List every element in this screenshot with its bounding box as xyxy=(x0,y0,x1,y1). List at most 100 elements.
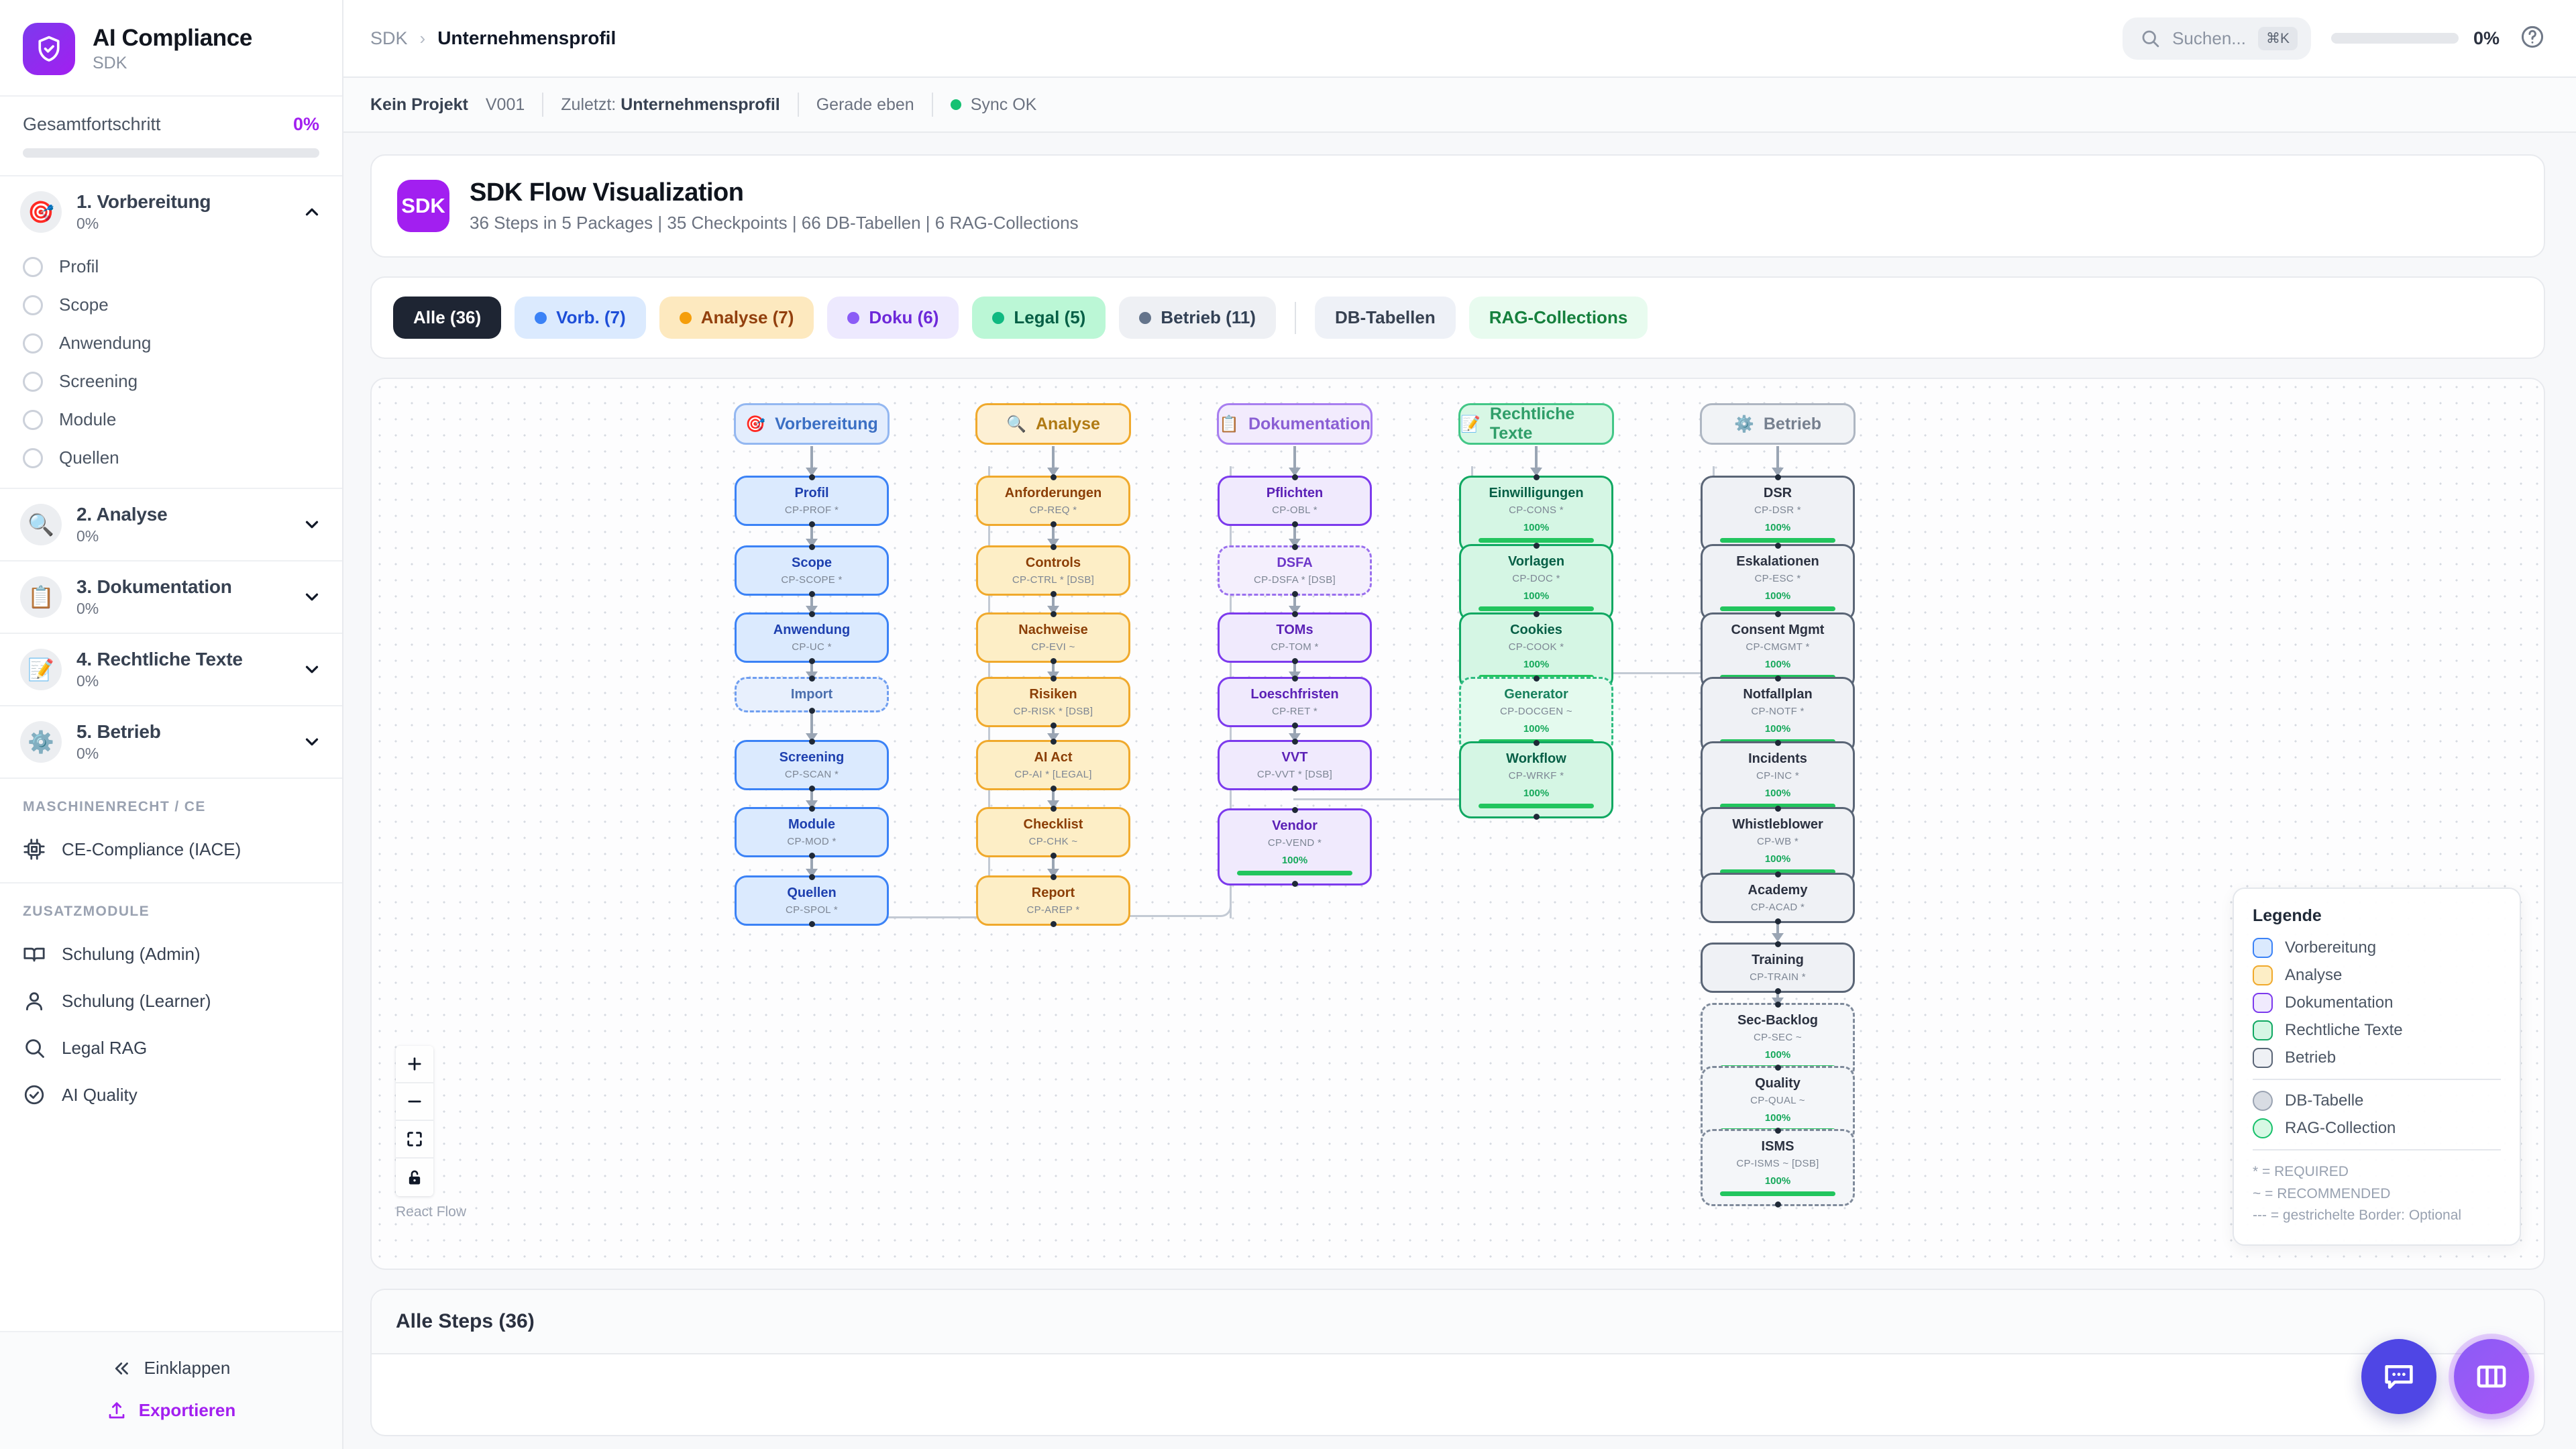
step-radio[interactable] xyxy=(23,333,43,354)
step-radio[interactable] xyxy=(23,371,43,392)
edge xyxy=(810,705,813,740)
overall-progress-value: 0% xyxy=(292,114,319,134)
step-radio[interactable] xyxy=(23,294,43,315)
flow-node-report[interactable]: Report CP-AREP * xyxy=(976,874,1130,927)
flow-node-import[interactable]: Import xyxy=(735,676,889,714)
sync-status-label: Sync OK xyxy=(970,95,1037,114)
react-flow-attribution[interactable]: React Flow xyxy=(396,1204,467,1220)
sidebar-item-ai-quality[interactable]: AI Quality xyxy=(0,1071,342,1118)
lock-button[interactable] xyxy=(396,1159,433,1196)
chevron-down-icon[interactable] xyxy=(302,587,322,607)
flow-node-risiken[interactable]: Risiken CP-RISK * [DSB] xyxy=(976,676,1130,729)
filter-chip-vorbereitung[interactable]: Vorb. (7) xyxy=(515,297,646,339)
node-port xyxy=(1291,881,1298,887)
legend-label: RAG-Collection xyxy=(2285,1119,2396,1138)
flow-node-screening[interactable]: Screening CP-SCAN * xyxy=(735,739,889,792)
filter-chip-doku[interactable]: Doku (6) xyxy=(827,297,959,339)
legend-row-rag-collection: RAG-Collection xyxy=(2253,1118,2501,1139)
node-title: DSFA xyxy=(1277,555,1313,570)
fit-view-button[interactable] xyxy=(396,1121,433,1159)
sidebar-item-scope[interactable]: Scope xyxy=(0,286,342,324)
flow-canvas[interactable]: 🎯Vorbereitung 🔍Analyse 📋Dokumentation 📝R… xyxy=(370,378,2545,1270)
flow-node-vvt[interactable]: VVT CP-VVT * [DSB] xyxy=(1218,739,1372,792)
flow-node-eskalationen[interactable]: Eskalationen CP-ESC * 100% xyxy=(1701,543,1855,623)
sidebar-section-header-dokumentation[interactable]: 📋 3. Dokumentation 0% xyxy=(0,561,342,633)
flow-node-dsfa[interactable]: DSFA CP-DSFA * [DSB] xyxy=(1218,544,1372,597)
sidebar-item-quellen[interactable]: Quellen xyxy=(0,439,342,477)
node-title: Incidents xyxy=(1748,751,1807,766)
sidebar-item-schulung-admin[interactable]: Schulung (Admin) xyxy=(0,930,342,977)
step-radio[interactable] xyxy=(23,409,43,430)
flow-node-module[interactable]: Module CP-MOD * xyxy=(735,806,889,859)
node-port xyxy=(1291,658,1298,664)
filter-chip-rag-collections[interactable]: RAG-Collections xyxy=(1468,297,1648,339)
chevron-down-icon[interactable] xyxy=(302,659,322,680)
chat-fab-button[interactable] xyxy=(2361,1339,2436,1414)
flow-node-scope[interactable]: Scope CP-SCOPE * xyxy=(735,544,889,597)
filter-chip-alle[interactable]: Alle (36) xyxy=(393,297,502,339)
filter-chip-analyse[interactable]: Analyse (7) xyxy=(659,297,814,339)
node-port xyxy=(808,739,815,745)
sidebar-section-header-betrieb[interactable]: ⚙️ 5. Betrieb 0% xyxy=(0,706,342,777)
sidebar-section-header-vorbereitung[interactable]: 🎯 1. Vorbereitung 0% xyxy=(0,176,342,248)
sidebar-item-profil[interactable]: Profil xyxy=(0,248,342,286)
flow-node-anforderungen[interactable]: Anforderungen CP-REQ * xyxy=(976,474,1130,527)
sidebar-item-schulung-learner[interactable]: Schulung (Learner) xyxy=(0,977,342,1024)
sidebar-section-title: 1. Vorbereitung xyxy=(76,191,211,212)
flow-node-checklist[interactable]: Checklist CP-CHK ~ xyxy=(976,806,1130,859)
node-port xyxy=(1774,941,1781,947)
node-port xyxy=(808,676,815,682)
step-radio[interactable] xyxy=(23,256,43,277)
node-title: Anwendung xyxy=(773,623,851,637)
sidebar-item-module[interactable]: Module xyxy=(0,400,342,439)
sidebar-section-header-analyse[interactable]: 🔍 2. Analyse 0% xyxy=(0,489,342,560)
zoom-in-button[interactable] xyxy=(396,1046,433,1083)
sidebar-item-legal-rag[interactable]: Legal RAG xyxy=(0,1024,342,1071)
flow-node-vendor[interactable]: Vendor CP-VEND * 100% xyxy=(1218,807,1372,887)
node-code: CP-SCOPE * xyxy=(781,574,843,586)
chevron-up-icon[interactable] xyxy=(302,202,322,222)
flow-node-anwendung[interactable]: Anwendung CP-UC * xyxy=(735,611,889,664)
flow-node-controls[interactable]: Controls CP-CTRL * [DSB] xyxy=(976,544,1130,597)
sidebar-section-header-rechtliche-texte[interactable]: 📝 4. Rechtliche Texte 0% xyxy=(0,634,342,705)
search-input[interactable]: Suchen... ⌘K xyxy=(2123,17,2311,60)
brand-header[interactable]: AI Compliance SDK xyxy=(0,0,342,97)
filter-chip-db-tabellen[interactable]: DB-Tabellen xyxy=(1314,297,1456,339)
flow-node-pflichten[interactable]: Pflichten CP-OBL * xyxy=(1218,474,1372,527)
sidebar-item-screening[interactable]: Screening xyxy=(0,362,342,400)
breadcrumb-root[interactable]: SDK xyxy=(370,28,408,48)
panel-fab-button[interactable] xyxy=(2454,1339,2529,1414)
node-title: AI Act xyxy=(1034,750,1073,765)
flow-node-whistleblower[interactable]: Whistleblower CP-WB * 100% xyxy=(1701,806,1855,885)
help-circle-icon[interactable] xyxy=(2520,24,2545,53)
node-port xyxy=(808,591,815,597)
flow-node-toms[interactable]: TOMs CP-TOM * xyxy=(1218,611,1372,664)
flow-node-dsr[interactable]: DSR CP-DSR * 100% xyxy=(1701,474,1855,554)
flow-node-academy[interactable]: Academy CP-ACAD * xyxy=(1701,871,1855,924)
flow-node-ai-act[interactable]: AI Act CP-AI * [LEGAL] xyxy=(976,739,1130,792)
flow-node-workflow[interactable]: Workflow CP-WRKF * 100% xyxy=(1459,740,1613,820)
filter-chip-betrieb[interactable]: Betrieb (11) xyxy=(1119,297,1276,339)
flow-node-loeschfristen[interactable]: Loeschfristen CP-RET * xyxy=(1218,676,1372,729)
chevron-down-icon[interactable] xyxy=(302,515,322,535)
flow-node-nachweise[interactable]: Nachweise CP-EVI ~ xyxy=(976,611,1130,664)
node-code: CP-NOTF * xyxy=(1751,706,1805,717)
export-button[interactable]: Exportieren xyxy=(0,1389,342,1432)
flow-node-einwilligungen[interactable]: Einwilligungen CP-CONS * 100% xyxy=(1459,474,1613,554)
flow-node-vorlagen[interactable]: Vorlagen CP-DOC * 100% xyxy=(1459,543,1613,623)
sidebar-item-anwendung[interactable]: Anwendung xyxy=(0,324,342,362)
sidebar-item-ce-compliance[interactable]: CE-Compliance (IACE) xyxy=(0,826,342,873)
flow-node-profil[interactable]: Profil CP-PROF * xyxy=(735,474,889,527)
flow-node-isms[interactable]: ISMS CP-ISMS ~ [DSB] 100% xyxy=(1701,1128,1855,1208)
zoom-out-button[interactable] xyxy=(396,1083,433,1121)
step-radio[interactable] xyxy=(23,447,43,468)
flow-node-training[interactable]: Training CP-TRAIN * xyxy=(1701,941,1855,994)
edge xyxy=(1052,446,1055,476)
chevron-down-icon[interactable] xyxy=(302,732,322,752)
collapse-sidebar-button[interactable]: Einklappen xyxy=(0,1347,342,1389)
node-progress-bar xyxy=(1720,1191,1835,1196)
filter-chip-legal[interactable]: Legal (5) xyxy=(972,297,1106,339)
clipboard-icon: 📋 xyxy=(20,576,62,618)
flow-node-quellen[interactable]: Quellen CP-SPOL * xyxy=(735,874,889,927)
node-title: Einwilligungen xyxy=(1489,486,1584,500)
